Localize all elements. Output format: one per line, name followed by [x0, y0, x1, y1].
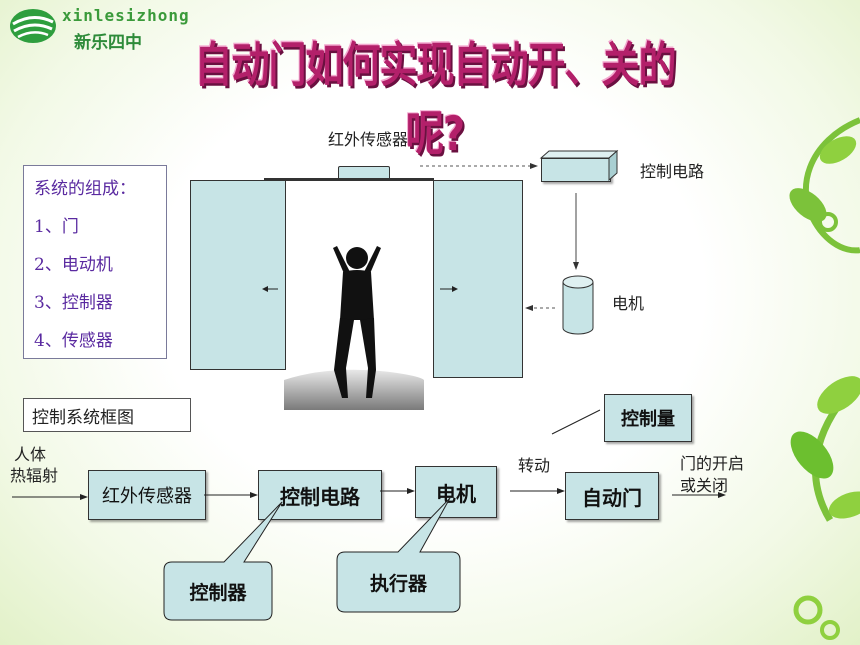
- composition-item: 1、门: [34, 217, 79, 237]
- control-circuit-label: 控制电路: [640, 162, 705, 181]
- callout-controller: 控制器: [189, 581, 247, 604]
- input-label-line2: 热辐射: [10, 466, 59, 485]
- logo-latin: xinlesizhong: [62, 6, 190, 25]
- control-quantity-box: 控制量: [604, 394, 692, 442]
- composition-heading: 系统的组成：: [34, 179, 136, 199]
- door-header-rail: [264, 178, 434, 181]
- page-title: 自动门如何实现自动开、关的呢?: [194, 37, 676, 162]
- input-label-line1: 人体: [14, 445, 47, 464]
- sensor-label: 红外传感器: [328, 130, 409, 149]
- callout-actuator: 执行器: [369, 572, 427, 595]
- motor-label: 电机: [612, 294, 645, 313]
- right-door-panel: [433, 180, 523, 378]
- output-label-line2: 或关闭: [680, 476, 729, 495]
- block-auto-door: 自动门: [565, 472, 659, 520]
- composition-item: 4、传感器: [34, 331, 113, 351]
- block-control-circuit: 控制电路: [258, 470, 382, 520]
- block-diagram-title: 控制系统框图: [23, 398, 191, 432]
- output-label-line1: 门的开启: [680, 454, 745, 473]
- left-door-panel: [190, 180, 286, 370]
- rotate-label: 转动: [518, 456, 551, 475]
- composition-box: 系统的组成： 1、门 2、电动机 3、控制器 4、传感器: [23, 165, 167, 359]
- block-motor: 电机: [415, 466, 497, 518]
- composition-item: 2、电动机: [34, 255, 113, 275]
- logo-chinese: 新乐四中: [74, 33, 142, 53]
- block-ir-sensor: 红外传感器: [88, 470, 206, 520]
- control-circuit-box: [541, 158, 611, 182]
- composition-item: 3、控制器: [34, 293, 113, 313]
- logo-icon: [8, 6, 58, 46]
